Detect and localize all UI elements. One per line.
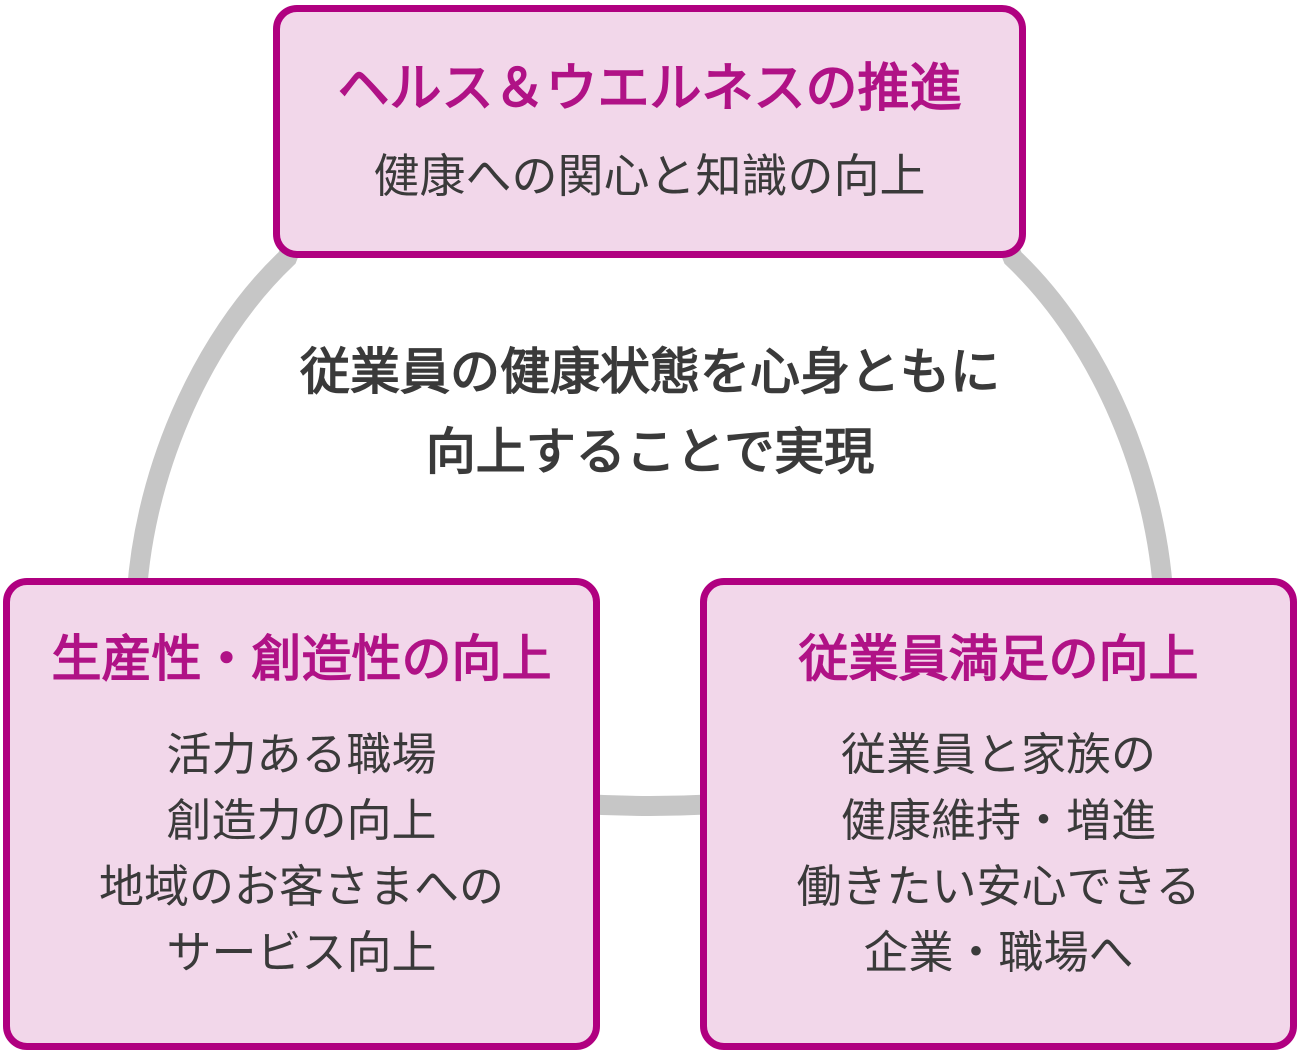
bottom-right-body-line: 従業員と家族の (840, 728, 1156, 780)
top-box-body-line: 健康への関心と知識の向上 (373, 149, 926, 202)
bottom-left-box-body: 活力ある職場 創造力の向上 地域のお客さまへの サービス向上 (99, 722, 504, 986)
bottom-right-body-line: 健康維持・増進 (840, 794, 1156, 846)
top-box-body: 健康への関心と知識の向上 (373, 149, 926, 202)
bottom-right-box-body: 従業員と家族の 健康維持・増進 働きたい安心できる 企業・職場へ (796, 722, 1200, 986)
bottom-left-box-title: 生産性・創造性の向上 (51, 631, 552, 687)
center-statement: 従業員の健康状態を心身ともに 向上することで実現 (0, 332, 1300, 492)
connector-ring-path (125, 94, 1175, 817)
bottom-left-body-line: サービス向上 (166, 926, 437, 978)
bottom-right-body-line: 働きたい安心できる (796, 860, 1201, 912)
top-box: ヘルス＆ウエルネスの推進 健康への関心と知識の向上 (273, 5, 1026, 258)
bottom-left-body-line: 活力ある職場 (166, 728, 437, 780)
top-box-title: ヘルス＆ウエルネスの推進 (337, 59, 962, 118)
bottom-right-body-line: 企業・職場へ (863, 926, 1134, 978)
center-statement-line-1: 従業員の健康状態を心身ともに (300, 344, 1000, 400)
center-statement-line-2: 向上することで実現 (425, 424, 875, 480)
bottom-left-box: 生産性・創造性の向上 活力ある職場 創造力の向上 地域のお客さまへの サービス向… (3, 578, 600, 1050)
bottom-left-body-line: 地域のお客さまへの (98, 860, 504, 912)
bottom-right-box-title: 従業員満足の向上 (798, 631, 1199, 687)
bottom-right-box: 従業員満足の向上 従業員と家族の 健康維持・増進 働きたい安心できる 企業・職場… (700, 578, 1297, 1050)
bottom-left-body-line: 創造力の向上 (166, 794, 437, 846)
